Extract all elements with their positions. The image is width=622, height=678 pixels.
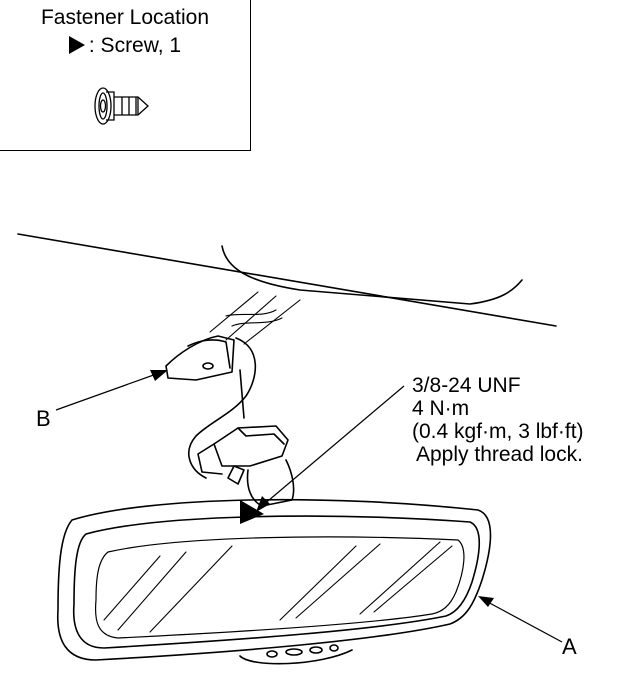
leader-a [483,599,563,643]
mirror-stem [213,425,289,467]
legend-title: Fastener Location [40,6,210,29]
callout-b: B [36,406,51,431]
legend-item-label: : Screw, 1 [88,34,182,57]
torque-metric: 4 N·m [412,397,470,420]
torque-alt-units: (0.4 kgf·m, 3 lbf·ft) [412,420,584,443]
headliner-trim [221,245,523,305]
leader-b [55,371,163,411]
thread-lock-note: Apply thread lock. [416,443,583,466]
thread-spec: 3/8-24 UNF [412,374,521,397]
windshield-edge [17,233,557,327]
screw-location-arrow [240,500,264,524]
filled-triangle-arrow-icon [68,36,85,54]
callout-a: A [562,634,577,659]
sensor-strip [209,291,301,345]
mirror-housing [56,498,492,661]
mirror-glass [94,536,465,639]
fastener-spec-note: 3/8-24 UNF 4 N·m (0.4 kgf·m, 3 lbf·ft) A… [412,374,584,466]
legend-item-screw: : Screw, 1 [0,34,250,58]
leader-spec [261,385,405,507]
fastener-legend: Fastener Location : Screw, 1 [0,0,251,151]
wire-harness [187,337,257,479]
mirror-base-bracket [165,335,235,381]
screw-icon [94,87,149,125]
